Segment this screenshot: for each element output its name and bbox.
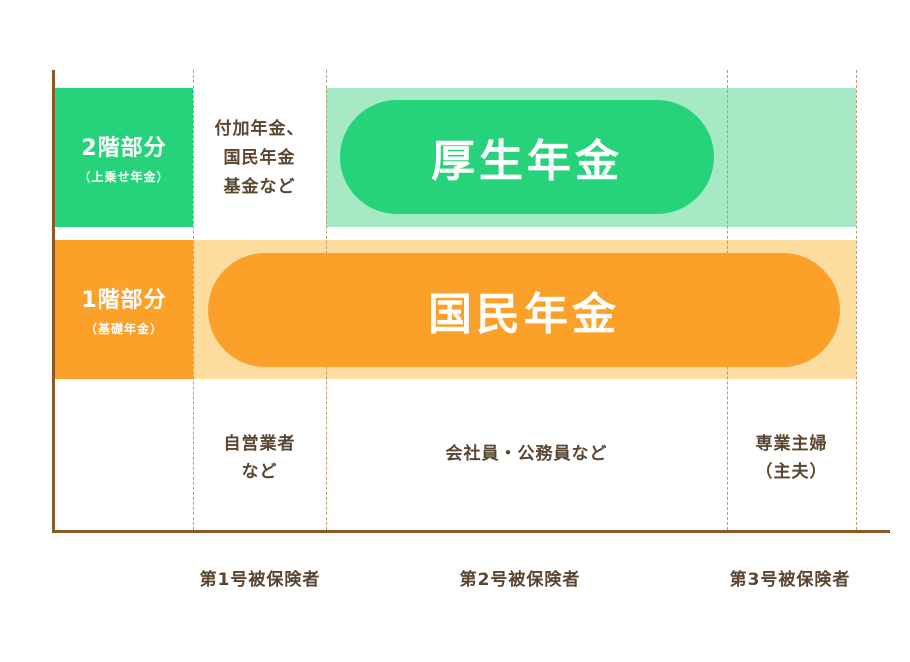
- group-first-line: 自営業者: [223, 434, 296, 454]
- insured-category-second: 第2号被保険者: [459, 570, 581, 590]
- insured-category-first: 第1号被保険者: [199, 570, 321, 590]
- lower-tier-label: 1階部分 （基礎年金）: [55, 240, 193, 379]
- national-pension-pill: 国民年金: [208, 253, 840, 367]
- x-axis: [52, 530, 890, 533]
- group-first-line: など: [241, 462, 278, 482]
- group-second-label: 会社員・公務員など: [326, 440, 727, 468]
- group-second-line: 会社員・公務員など: [445, 444, 608, 464]
- divider-end: [856, 70, 857, 530]
- employees-pension-pill: 厚生年金: [340, 100, 714, 214]
- group-third-line: （主夫）: [755, 462, 828, 482]
- group-third-label: 専業主婦 （主夫）: [727, 430, 856, 486]
- lower-tier-name: 1階部分: [81, 288, 167, 313]
- divider-first-insured: [193, 70, 194, 530]
- lower-tier-sub: （基礎年金）: [84, 322, 163, 336]
- optional-pension-line: 基金など: [223, 177, 296, 197]
- insured-category-third: 第3号被保険者: [729, 570, 851, 590]
- group-first-label: 自営業者 など: [193, 430, 326, 486]
- optional-pension-line: 国民年金: [223, 148, 296, 168]
- upper-tier-sub: （上乗せ年金）: [78, 170, 170, 184]
- y-axis: [52, 70, 55, 533]
- upper-tier-label: 2階部分 （上乗せ年金）: [55, 88, 193, 227]
- group-third-line: 専業主婦: [755, 434, 828, 454]
- optional-pension-label: 付加年金、 国民年金 基金など: [193, 115, 326, 202]
- upper-tier-name: 2階部分: [81, 136, 167, 161]
- optional-pension-line: 付加年金、: [214, 119, 305, 139]
